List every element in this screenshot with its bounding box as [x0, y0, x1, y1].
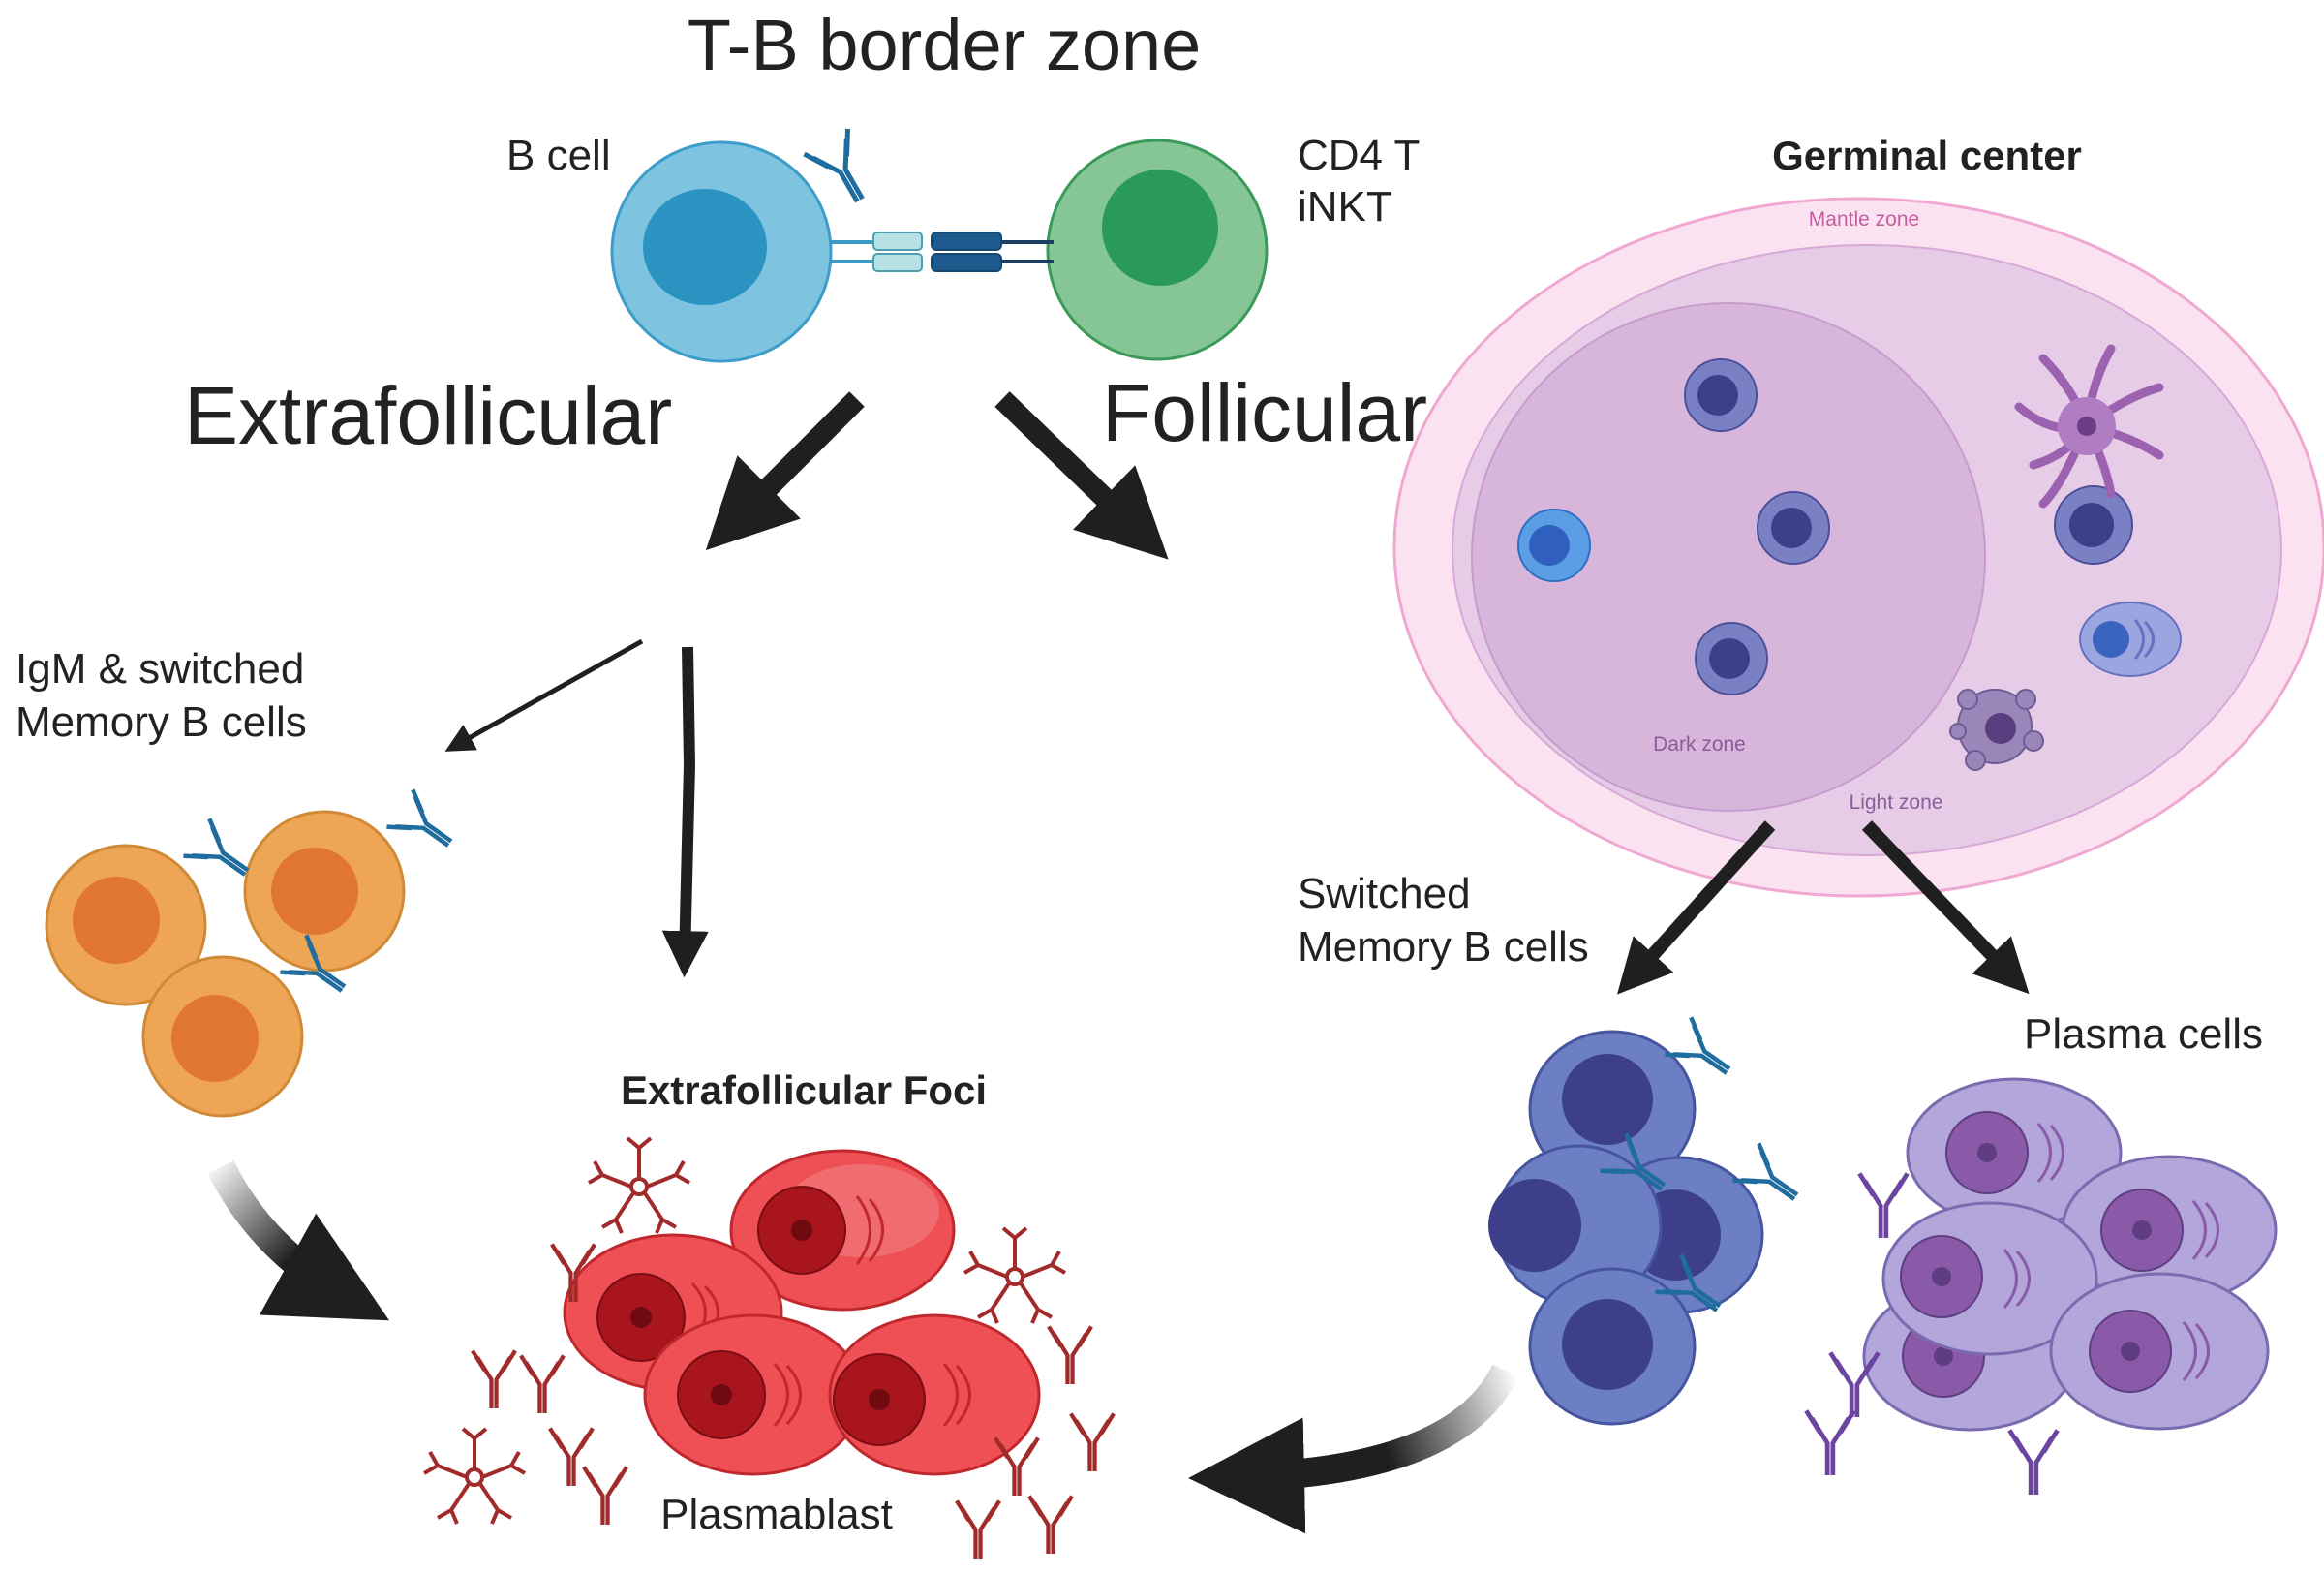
extrafollicular-foci-label: Extrafollicular Foci: [621, 1067, 987, 1113]
antibody-icon: [1069, 1412, 1116, 1472]
antibody-icon: [1732, 1142, 1799, 1201]
antibody-icon: [2007, 1429, 2060, 1496]
antibody-icon: [1047, 1325, 1093, 1385]
switched-memory-b-cells: [1488, 1016, 1799, 1426]
gc-plasma-cell: [2079, 602, 2182, 677]
dark-zone-label: Dark zone: [1653, 733, 1746, 756]
switched-memory-to-plasmablast-arrow: [1188, 1364, 1519, 1534]
foci-arrow: [661, 646, 709, 978]
gc-b-cell: [1684, 358, 1758, 432]
plasmablasts: [563, 1149, 1041, 1476]
antibody-icon: [1857, 1172, 1910, 1239]
antibody-icon: [386, 788, 453, 848]
plasma-cells-arrow: [1861, 820, 2030, 995]
antibody-icon: [582, 1466, 628, 1526]
cd4-t-label: CD4 T: [1298, 132, 1420, 179]
gc-b-cell: [1757, 491, 1830, 565]
switched-memory-label-line1: Switched: [1298, 870, 1471, 917]
antibody-icon: [1600, 1132, 1667, 1191]
igm-pentamer-icon: [588, 1136, 690, 1234]
antibody-icon: [994, 1436, 1040, 1497]
memory-b-cell: [45, 844, 207, 1006]
t-cell: [1046, 139, 1269, 361]
plasma-cell: [1906, 1077, 2123, 1228]
antibodies-red: [471, 1243, 1116, 1560]
follicular-label: Follicular: [1102, 367, 1427, 458]
plasma-cells: [1804, 1077, 2278, 1496]
germinal-center-label: Germinal center: [1772, 133, 2082, 178]
switched-memory-b-cell: [1528, 1267, 1697, 1426]
antibody-icon: [803, 128, 865, 203]
gc-b-cell: [1695, 622, 1768, 695]
igm-memory-b-cells: [45, 788, 453, 1118]
dark-zone: [1471, 302, 1986, 812]
antibody-icon: [550, 1243, 596, 1303]
switched-memory-label-line2: Memory B cells: [1298, 923, 1589, 971]
plasmablast-cell: [643, 1313, 864, 1476]
switched-memory-arrow: [1616, 820, 1776, 995]
igm-pentamer-icon: [423, 1427, 526, 1525]
memory-b-cell: [243, 810, 406, 973]
antibody-icon: [1027, 1495, 1074, 1555]
antibody-icon: [280, 934, 347, 993]
b-cell-label: B cell: [506, 132, 611, 179]
plasma-cell: [1881, 1201, 2098, 1356]
switched-memory-b-cell: [1488, 1144, 1663, 1307]
antibody-icon: [519, 1354, 566, 1414]
antibody-icon: [1665, 1016, 1731, 1075]
plasma-cell: [2049, 1272, 2270, 1431]
light-zone-label: Light zone: [1850, 791, 1943, 814]
receptor-interaction: [831, 232, 1054, 272]
igm-pentamer-icon: [963, 1226, 1066, 1324]
antibody-icon: [471, 1349, 517, 1409]
memory-b-cell: [141, 955, 304, 1118]
plasmablast-label: Plasmablast: [660, 1491, 893, 1538]
diagram-title: T-B border zone: [688, 5, 1202, 85]
follicular-arrow: [994, 391, 1169, 560]
tingible-body-macrophage: [1949, 689, 2044, 771]
antibody-icon: [548, 1427, 595, 1487]
antibody-icon: [955, 1499, 1001, 1560]
antibody-icon: [1828, 1351, 1881, 1418]
igm-memory-label-line1: IgM & switched: [15, 645, 304, 693]
antibody-icon: [183, 818, 250, 877]
extrafollicular-arrow: [705, 391, 865, 551]
plasmablast-cell: [828, 1313, 1041, 1476]
gc-b-cell: [2054, 485, 2133, 565]
plasmablast-cell: [729, 1149, 956, 1312]
germinal-center: [1392, 197, 2324, 898]
igm-memory-label-line2: Memory B cells: [15, 698, 307, 746]
antibody-icon: [1804, 1409, 1856, 1476]
extrafollicular-label: Extrafollicular: [184, 370, 672, 461]
memory-arrow: [444, 638, 644, 752]
mantle-zone-label: Mantle zone: [1809, 208, 1919, 231]
memory-to-plasmablast-arrow: [207, 1160, 389, 1321]
antibody-icon: [1655, 1253, 1722, 1312]
plasma-cells-label: Plasma cells: [2024, 1010, 2263, 1058]
inkt-label: iNKT: [1298, 183, 1392, 231]
b-cell: [610, 140, 833, 363]
follicular-dendritic-cell: [2014, 344, 2164, 509]
naive-b-cell: [1517, 509, 1591, 582]
